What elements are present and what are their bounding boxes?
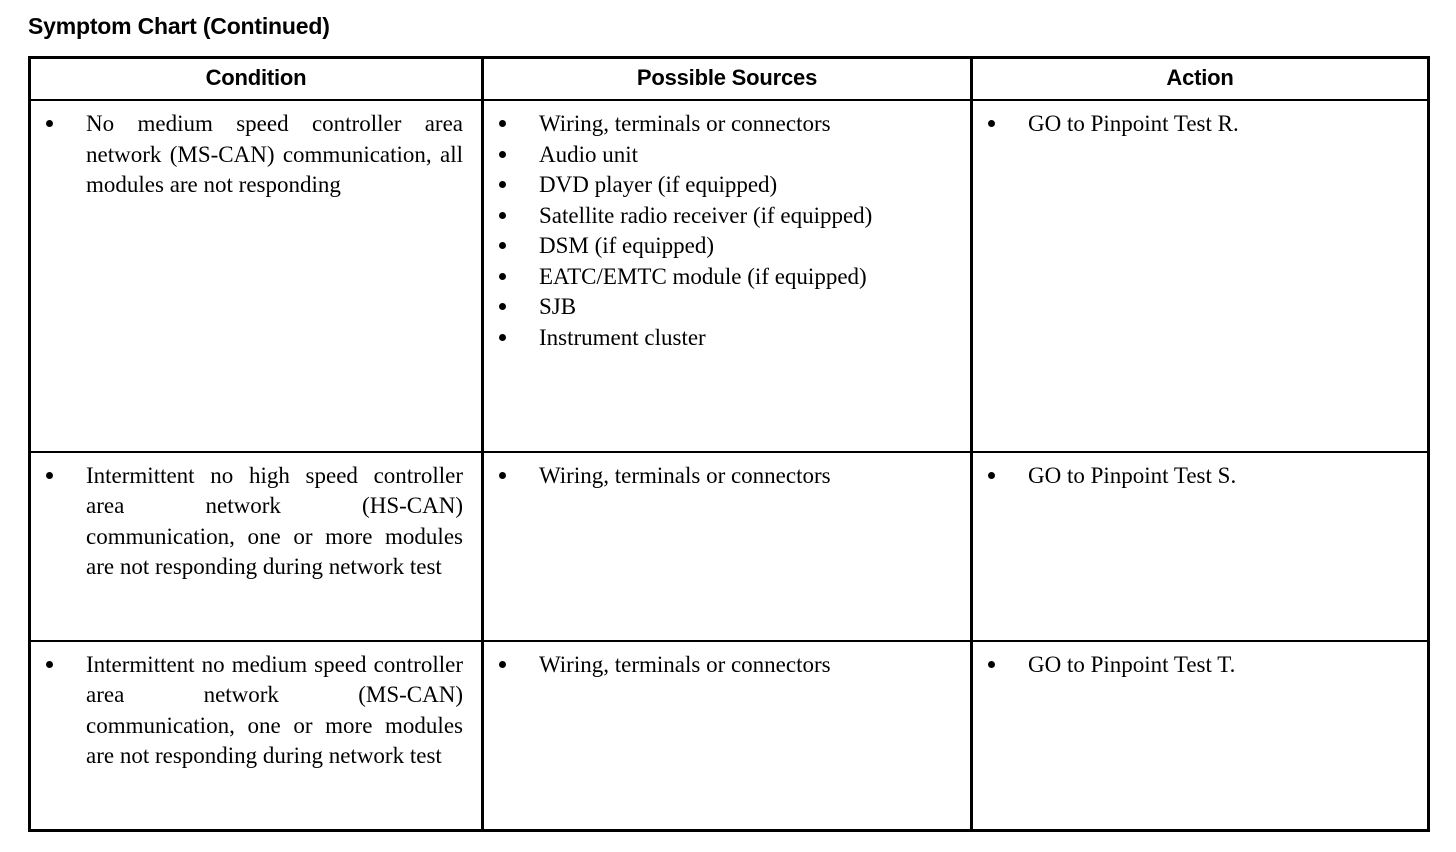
cell-condition: Intermittent no medium speed controller … [29, 639, 483, 831]
cell-possible-sources: Wiring, terminals or connectors Audio un… [481, 100, 972, 452]
bullet-icon [499, 660, 506, 668]
list-item: GO to Pinpoint Test S. [973, 461, 1417, 492]
action-bullet-list: GO to Pinpoint Test T. [973, 650, 1417, 681]
list-item: DSM (if equipped) [484, 231, 960, 262]
action-bullet-list: GO to Pinpoint Test R. [973, 109, 1417, 140]
bullet-icon [499, 242, 506, 249]
bullet-icon [46, 471, 53, 479]
symptom-chart-table: Condition Possible Sources Action No med… [28, 56, 1430, 832]
list-item: GO to Pinpoint Test R. [973, 109, 1417, 140]
column-header-possible-sources: Possible Sources [481, 57, 972, 101]
table-header: Condition Possible Sources Action [29, 57, 1429, 101]
bullet-icon [988, 660, 995, 668]
bullet-icon [988, 471, 995, 479]
list-item: Intermittent no medium speed controller … [31, 650, 471, 772]
cell-action: GO to Pinpoint Test T. [970, 639, 1429, 831]
list-item-label: DVD player (if equipped) [539, 172, 778, 197]
list-item: SJB [484, 292, 960, 323]
list-item-label: Instrument cluster [539, 324, 706, 350]
bullet-icon [499, 333, 506, 341]
bullet-icon [46, 660, 53, 668]
list-item-label: DSM (if equipped) [539, 233, 715, 258]
list-item: No medium speed controller area network … [31, 109, 471, 201]
list-item: Wiring, terminals or connectors [484, 461, 960, 492]
cell-possible-sources: Wiring, terminals or connectors [481, 639, 972, 831]
bullet-icon [499, 181, 506, 188]
list-item: Satellite radio receiver (if equipped) [484, 201, 960, 232]
table-row: Intermittent no high speed controller ar… [29, 450, 1429, 641]
page-title: Symptom Chart (Continued) [28, 13, 330, 39]
column-header-condition: Condition [29, 57, 483, 101]
list-item-label: GO to Pinpoint Test S. [1028, 462, 1237, 488]
bullet-icon [499, 211, 506, 219]
possible-sources-bullet-list: Wiring, terminals or connectors [484, 461, 960, 492]
list-item-label: GO to Pinpoint Test R. [1028, 111, 1239, 136]
list-item: GO to Pinpoint Test T. [973, 650, 1417, 681]
condition-bullet-list: No medium speed controller area network … [31, 109, 471, 201]
list-item: DVD player (if equipped) [484, 170, 960, 201]
cell-possible-sources: Wiring, terminals or connectors [481, 450, 972, 641]
condition-bullet-list: Intermittent no high speed controller ar… [31, 461, 471, 583]
possible-sources-bullet-list: Wiring, terminals or connectors Audio un… [484, 109, 960, 353]
column-header-action: Action [970, 57, 1429, 101]
bullet-icon [46, 120, 53, 127]
list-item: Wiring, terminals or connectors [484, 650, 960, 681]
list-item-label: SJB [539, 294, 577, 319]
list-item-label: Wiring, terminals or connectors [539, 111, 831, 136]
table-row: No medium speed controller area network … [30, 100, 1429, 452]
list-item-label: GO to Pinpoint Test T. [1028, 651, 1236, 677]
list-item-label: EATC/EMTC module (if equipped) [539, 263, 867, 289]
list-item-label: Wiring, terminals or connectors [539, 462, 831, 488]
table-header-row: Condition Possible Sources Action [29, 57, 1429, 101]
cell-action: GO to Pinpoint Test R. [970, 100, 1429, 452]
bullet-icon [499, 471, 506, 479]
list-item: EATC/EMTC module (if equipped) [484, 262, 960, 293]
action-bullet-list: GO to Pinpoint Test S. [973, 461, 1417, 492]
cell-condition: No medium speed controller area network … [30, 100, 483, 452]
list-item-label: Intermittent no medium speed controller … [86, 651, 463, 769]
bullet-icon [988, 120, 995, 127]
list-item: Intermittent no high speed controller ar… [31, 461, 471, 583]
list-item-label: Intermittent no high speed controller ar… [86, 462, 463, 580]
condition-bullet-list: Intermittent no medium speed controller … [31, 650, 471, 772]
list-item-label: No medium speed controller area network … [86, 111, 463, 197]
bullet-icon [499, 272, 506, 280]
bullet-icon [499, 303, 506, 310]
possible-sources-bullet-list: Wiring, terminals or connectors [484, 650, 960, 681]
list-item-label: Audio unit [539, 141, 639, 167]
list-item: Wiring, terminals or connectors [484, 109, 960, 140]
cell-condition: Intermittent no high speed controller ar… [29, 450, 483, 641]
list-item-label: Satellite radio receiver (if equipped) [539, 202, 873, 228]
table-row: Intermittent no medium speed controller … [29, 639, 1429, 831]
list-item: Instrument cluster [484, 323, 960, 354]
list-item-label: Wiring, terminals or connectors [539, 651, 831, 677]
bullet-icon [499, 120, 506, 127]
bullet-icon [499, 150, 506, 158]
list-item: Audio unit [484, 140, 960, 171]
cell-action: GO to Pinpoint Test S. [970, 450, 1429, 641]
table-body: No medium speed controller area network … [29, 100, 1429, 831]
